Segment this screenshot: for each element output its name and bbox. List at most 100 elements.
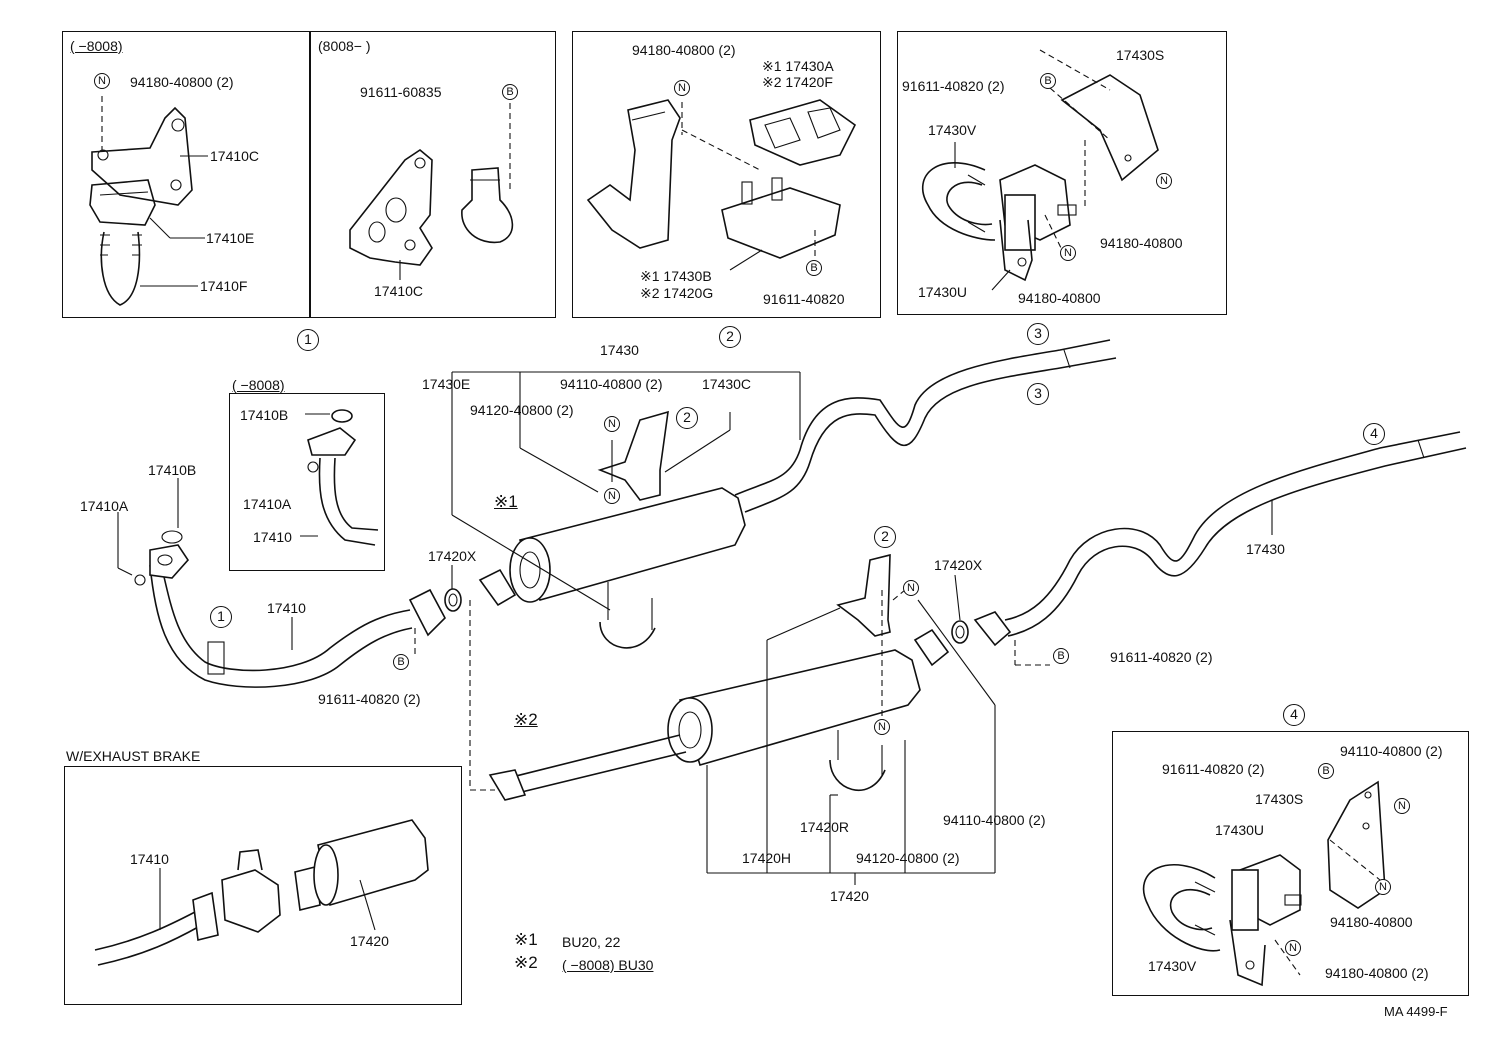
panel1-nut-label: 94180-40800 (2) — [130, 74, 234, 90]
panel4-nut-mid: 94180-40800 — [1330, 914, 1413, 930]
main-nut-94120: 94120-40800 (2) — [470, 402, 574, 418]
panel2-note-b: ※1 17430B — [640, 268, 712, 284]
panel4-box — [1112, 731, 1469, 996]
nut-n-icon: N — [604, 488, 620, 504]
main-marker-3: 3 — [1027, 383, 1049, 405]
inset-pipe-gasket: 17410B — [240, 407, 289, 423]
panel3-mount: 17430U — [918, 284, 968, 300]
panel2-marker: 2 — [719, 326, 741, 348]
panel1-bracket-assy — [89, 96, 208, 306]
nut-n-icon: N — [604, 416, 620, 432]
panel1-plate-assy — [349, 103, 514, 280]
inset-pipe-drawing — [300, 409, 379, 546]
main-gasket-x-left: 17420X — [428, 548, 477, 564]
panel2-note-g: ※2 17420G — [640, 285, 714, 301]
panel1-divider — [309, 31, 311, 318]
main-bolt-left: 91611-40820 (2) — [318, 691, 421, 707]
main-nut-a: 17410A — [80, 498, 129, 514]
bolt-b-icon: B — [806, 260, 822, 276]
panel1-marker: 1 — [297, 329, 319, 351]
main-hanger-r: 17420R — [800, 819, 850, 835]
panel2-nut-label: 94180-40800 (2) — [632, 42, 736, 58]
panel2-note-f: ※2 17420F — [762, 74, 833, 90]
main-tail-group: 17430 — [600, 342, 639, 358]
panel3-mount-assy — [922, 49, 1159, 291]
main-marker-4: 4 — [1363, 423, 1385, 445]
main-gasket-b: 17410B — [148, 462, 197, 478]
panel1-bracket-upper: 17410C — [210, 148, 260, 164]
panel1-bolt-label: 91611-60835 — [360, 84, 442, 100]
main-marker-2-inner: 2 — [676, 407, 698, 429]
panel4-clamp: 17430V — [1148, 958, 1197, 974]
panel3-nut-right: 94180-40800 — [1100, 235, 1183, 251]
main-marker-1: 1 — [210, 606, 232, 628]
nut-n-icon: N — [1394, 798, 1410, 814]
panel4-marker: 4 — [1283, 704, 1305, 726]
main-hanger-h: 17420H — [742, 850, 792, 866]
legend-mark1: ※1 — [514, 930, 538, 949]
nut-n-icon: N — [1156, 173, 1172, 189]
main-bolt-right: 91611-40820 (2) — [1110, 649, 1213, 665]
panel4-mount: 17430U — [1215, 822, 1265, 838]
nut-n-icon: N — [1060, 245, 1076, 261]
panel1-clamp: 17410F — [200, 278, 248, 294]
inset-pipe-nut: 17410A — [243, 496, 292, 512]
main-nut-94110-lower: 94110-40800 (2) — [943, 812, 1046, 828]
exhaust-brake-box — [64, 766, 462, 1005]
main-gasket-x-right: 17420X — [934, 557, 983, 573]
panel3-box — [897, 31, 1227, 315]
panel3-nut-bottom: 94180-40800 — [1018, 290, 1101, 306]
panel4-mount-assy — [1142, 780, 1386, 987]
nut-n-icon: N — [903, 580, 919, 596]
main-note2: ※2 — [514, 710, 538, 729]
inset-pipe-pipe: 17410 — [253, 529, 292, 545]
exhaust-brake-muffler: 17420 — [350, 933, 389, 949]
main-nut-94110: 94110-40800 (2) — [560, 376, 663, 392]
panel3-bracket: 17430S — [1116, 47, 1165, 63]
muffler-lower — [488, 553, 950, 801]
bolt-b-icon: B — [502, 84, 518, 100]
bolt-b-icon: B — [1053, 648, 1069, 664]
main-nut-94120-lower: 94120-40800 (2) — [856, 850, 960, 866]
main-marker-2-lower: 2 — [874, 526, 896, 548]
main-tail-pipe: 17430 — [1246, 541, 1285, 557]
nut-n-icon: N — [1285, 940, 1301, 956]
nut-n-icon: N — [94, 73, 110, 89]
panel2-box — [572, 31, 881, 318]
main-hanger-c: 17430C — [702, 376, 752, 392]
panel1-bracket-lower: 17410C — [374, 283, 424, 299]
legend-text2: ( −8008) BU30 — [562, 957, 654, 973]
gaskets — [444, 588, 969, 644]
hanger-upper — [451, 371, 801, 611]
front-pipe — [117, 478, 446, 688]
nut-n-icon: N — [874, 719, 890, 735]
panel2-hanger-assy — [586, 99, 857, 271]
panel1-right-header: (8008− ) — [318, 38, 371, 54]
inset-pipe-box — [229, 393, 385, 571]
tail-pipe-lower — [973, 431, 1467, 647]
nut-n-icon: N — [1375, 879, 1391, 895]
panel3-bolt-label: 91611-40820 (2) — [902, 78, 1005, 94]
panel3-clamp: 17430V — [928, 122, 977, 138]
exhaust-brake-title: W/EXHAUST BRAKE — [66, 748, 201, 764]
panel4-bolt-label: 91611-40820 (2) — [1162, 761, 1265, 777]
exhaust-brake-pipe: 17410 — [130, 851, 169, 867]
panel4-bracket: 17430S — [1255, 791, 1304, 807]
legend-text1: BU20, 22 — [562, 934, 621, 950]
panel4-nut-top: 94110-40800 (2) — [1340, 743, 1443, 759]
legend-mark2: ※2 — [514, 953, 538, 972]
inset-pipe-header: ( −8008) — [232, 377, 285, 393]
panel1-cushion: 17410E — [206, 230, 255, 246]
bolt-b-icon: B — [393, 654, 409, 670]
main-muffler: 17420 — [830, 888, 869, 904]
main-hanger-e: 17430E — [422, 376, 471, 392]
panel2-bolt-label: 91611-40820 — [763, 291, 845, 307]
bolt-b-icon: B — [1318, 763, 1334, 779]
exhaust-brake-drawing — [94, 819, 429, 966]
panel2-note-a: ※1 17430A — [762, 58, 834, 74]
muffler-upper — [478, 339, 1117, 649]
nut-n-icon: N — [674, 80, 690, 96]
footer-code: MA 4499-F — [1384, 1004, 1448, 1019]
main-note1: ※1 — [494, 492, 518, 511]
